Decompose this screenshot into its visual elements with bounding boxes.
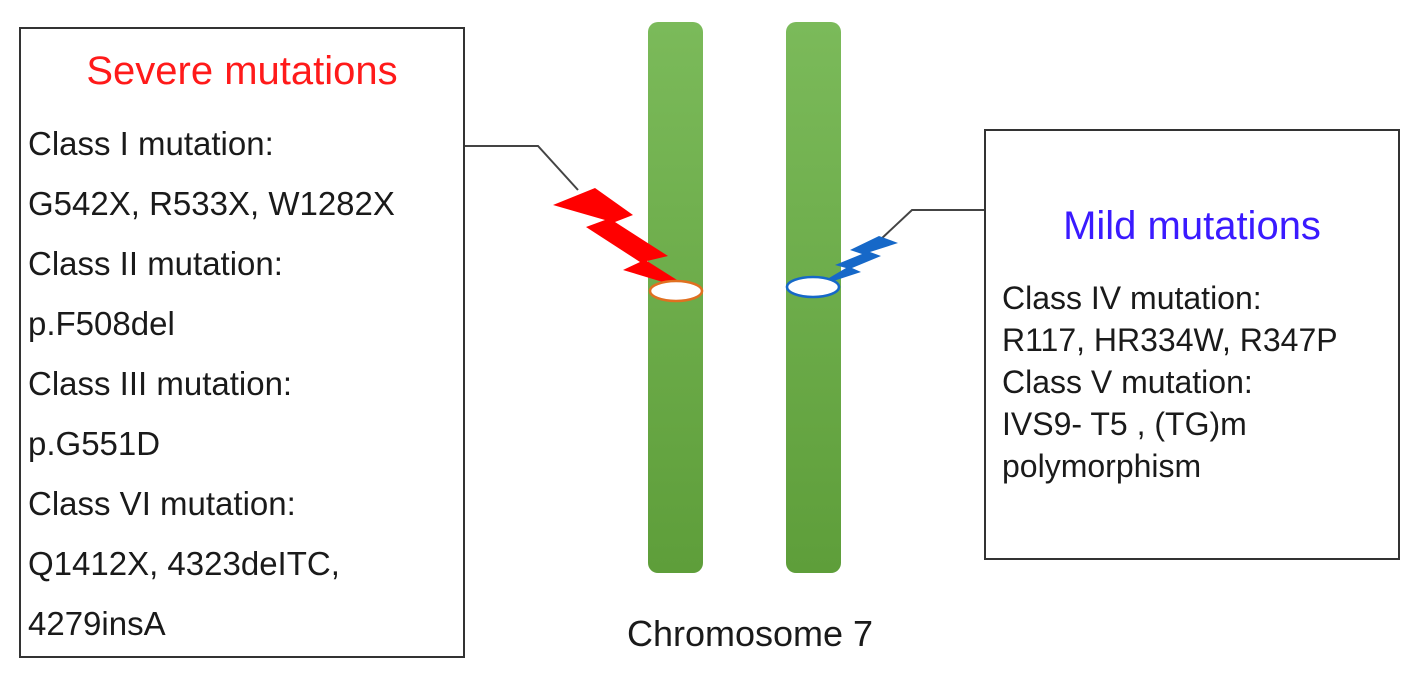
mild-line: Class V mutation: (1002, 364, 1253, 400)
severe-locus-marker (648, 279, 704, 303)
mild-line: Class IV mutation: (1002, 280, 1262, 316)
lightning-bolt-icon (553, 188, 696, 292)
severe-line: p.F508del (28, 305, 175, 342)
mild-connector-line (879, 209, 986, 241)
mild-line: IVS9- T5 , (TG)m (1002, 406, 1247, 442)
severe-line: G542X, R533X, W1282X (28, 185, 395, 222)
severe-line: p.G551D (28, 425, 161, 462)
mild-locus-marker (785, 275, 841, 299)
severe-line: Class II mutation: (28, 245, 283, 282)
severe-mutations-title: Severe mutations (86, 49, 398, 93)
severe-line: Class I mutation: (28, 125, 274, 162)
severe-line: 4279insA (28, 605, 166, 642)
severe-line: Class VI mutation: (28, 485, 296, 522)
mild-line: R117, HR334W, R347P (1002, 322, 1338, 358)
mild-line: polymorphism (1002, 448, 1202, 484)
chromosome-label: Chromosome 7 (626, 613, 874, 654)
mild-mutations-title: Mild mutations (1063, 204, 1321, 248)
severe-connector-line (462, 145, 579, 191)
severe-mutations-box: Severe mutations Class I mutation: G542X… (19, 27, 465, 658)
severe-line: Class III mutation: (28, 365, 293, 402)
severe-line: Q1412X, 4323deITC, (28, 545, 340, 582)
mild-mutations-box: Mild mutations Class IV mutation: R117, … (984, 129, 1400, 560)
lightning-bolt-icon (812, 236, 898, 288)
